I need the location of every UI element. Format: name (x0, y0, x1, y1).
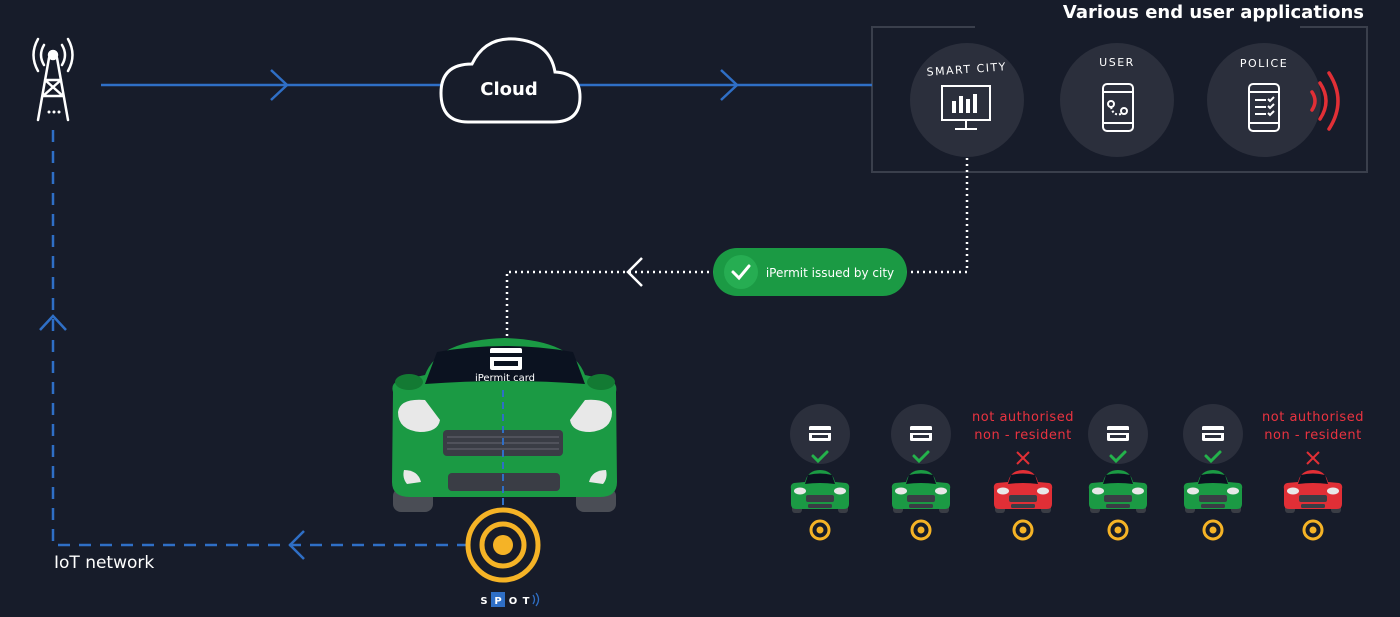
sensor-icon (1012, 519, 1034, 541)
sensor-icon (910, 519, 932, 541)
spot-logo: S P O T (480, 592, 540, 607)
warning-line: not authorised (1262, 410, 1364, 425)
spot-letter: T (523, 596, 530, 607)
car-unauthorised (993, 470, 1053, 513)
sensor-icon (1107, 519, 1129, 541)
app-user[interactable]: USER (1060, 43, 1174, 157)
arrow-right-icon (720, 69, 739, 101)
arrow-right-icon (270, 69, 289, 101)
sensor-icon (1202, 519, 1224, 541)
arrow-up-icon (39, 314, 67, 331)
car-authorised (891, 470, 951, 513)
permit-card-icon (490, 348, 522, 370)
parking-slot: not authorised non - resident (972, 410, 1074, 541)
app-label: USER (1099, 56, 1135, 69)
card-icon (1202, 426, 1224, 441)
app-smart-city[interactable]: SMART CITY (910, 43, 1024, 157)
car-authorised (790, 470, 850, 513)
wireless-icon (532, 592, 540, 607)
permit-badge: iPermit issued by city (713, 248, 907, 296)
arrow-left-icon (288, 530, 305, 560)
car-unauthorised (1283, 470, 1343, 513)
card-icon (809, 426, 831, 441)
arrow-left-icon (626, 257, 643, 287)
permit-card-circle (1183, 404, 1243, 464)
signal-waves-icon (1310, 71, 1340, 131)
permit-card-circle (1088, 404, 1148, 464)
monitor-chart-icon (941, 85, 991, 130)
cross-icon (1306, 451, 1320, 465)
parking-slot (891, 404, 951, 541)
app-circle (1060, 43, 1174, 157)
app-label: POLICE (1240, 57, 1288, 70)
app-label: SMART CITY (926, 60, 1007, 79)
apps-frame (871, 26, 1368, 173)
check-icon (1204, 450, 1222, 464)
check-icon (912, 450, 930, 464)
spot-letter: S (480, 596, 487, 607)
card-icon (910, 426, 932, 441)
spot-letter: P (494, 596, 501, 607)
iot-network-label: IoT network (54, 553, 154, 573)
antenna-tower-icon (32, 37, 74, 122)
card-icon (1107, 426, 1129, 441)
app-police[interactable]: POLICE (1207, 43, 1340, 157)
main-car: iPermit card (392, 338, 617, 515)
car-authorised (1183, 470, 1243, 513)
permit-badge-label: iPermit issued by city (766, 266, 894, 280)
sensor-icon (809, 519, 831, 541)
phone-map-icon (1102, 83, 1134, 132)
cloud-icon (439, 37, 582, 124)
permit-card-circle (891, 404, 951, 464)
parking-slot (1183, 404, 1243, 541)
spot-sensor-icon (465, 507, 541, 583)
check-icon (811, 450, 829, 464)
parking-slot (1088, 404, 1148, 541)
permit-card-label: iPermit card (475, 373, 535, 384)
warning-line: not authorised (972, 410, 1074, 425)
parking-slot (790, 404, 850, 541)
permit-card-circle (790, 404, 850, 464)
check-icon (1109, 450, 1127, 464)
apps-title: Various end user applications (1063, 2, 1364, 23)
cross-icon (1016, 451, 1030, 465)
cloud-label: Cloud (480, 79, 537, 100)
parking-slot: not authorised non - resident (1262, 410, 1364, 541)
check-icon (731, 264, 751, 281)
car-authorised (1088, 470, 1148, 513)
phone-checklist-icon (1248, 83, 1280, 132)
warning-line: non - resident (1264, 428, 1361, 443)
spot-letter: O (509, 596, 518, 607)
warning-line: non - resident (974, 428, 1071, 443)
sensor-icon (1302, 519, 1324, 541)
